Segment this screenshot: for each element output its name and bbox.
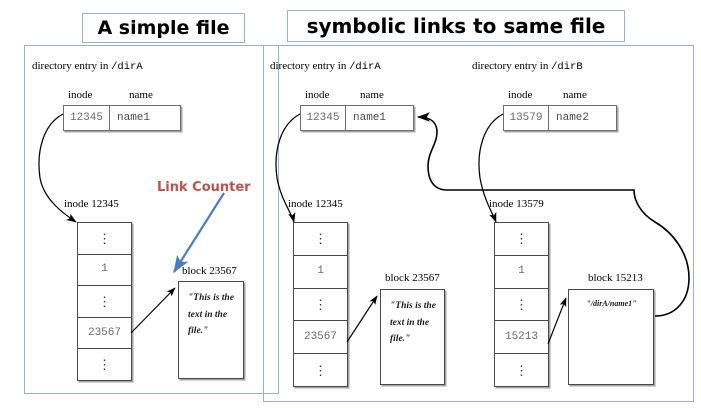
- left-col-name: name: [129, 89, 153, 101]
- right-dirA-block-text: "This is the text in the file.": [390, 301, 436, 345]
- left-block-label: block 23567: [182, 265, 237, 277]
- right-dirA-path: /dirA: [349, 61, 381, 73]
- inode-cell-ellipsis: ⋮: [294, 289, 347, 322]
- link-counter-annotation: Link Counter: [157, 180, 251, 195]
- right-dirB-data-block: "/dirA/name1": [568, 289, 654, 385]
- right-dirA-dirent-inode: 12345: [301, 106, 346, 130]
- inode-cell-linkcount: 1: [294, 256, 347, 289]
- inode-cell-ellipsis: ⋮: [495, 223, 548, 256]
- left-data-block: "This is the text in the file.": [178, 281, 244, 379]
- left-directory-entry: 12345 name1: [63, 105, 181, 131]
- inode-cell-linkcount: 1: [78, 255, 131, 287]
- right-dirA-data-block: "This is the text in the file.": [380, 289, 445, 385]
- right-dirA-directory-entry: 12345 name1: [300, 105, 414, 131]
- left-inode-table: ⋮ 1 ⋮ 23567 ⋮: [77, 222, 132, 381]
- inode-cell-linkcount: 1: [495, 256, 548, 289]
- left-block-text: "This is the text in the file.": [188, 293, 234, 337]
- right-dirB-dirent-inode: 13579: [504, 106, 549, 130]
- inode-cell-ellipsis: ⋮: [495, 289, 548, 322]
- left-dirent-inode: 12345: [64, 106, 110, 130]
- right-dirB-dirent-name: name2: [556, 112, 590, 124]
- inode-cell-ellipsis: ⋮: [78, 223, 131, 255]
- right-dirB-path: /dirB: [551, 61, 583, 73]
- left-col-inode: inode: [68, 89, 93, 101]
- right-dirB-block-text: "/dirA/name1": [586, 299, 637, 308]
- right-dirA-block-label: block 23567: [385, 272, 440, 284]
- right-dirA-label: directory entry in /dirA: [270, 60, 381, 73]
- right-dirB-inode-table: ⋮ 1 ⋮ 15213 ⋮: [494, 222, 549, 387]
- right-dirB-col-inode: inode: [508, 89, 533, 101]
- left-dirent-name: name1: [117, 112, 151, 124]
- inode-cell-ellipsis: ⋮: [78, 286, 131, 318]
- panel-right-title: symbolic links to same file: [287, 10, 625, 42]
- inode-cell-ellipsis: ⋮: [314, 362, 327, 378]
- panel-symbolic-links: [263, 45, 694, 402]
- panel-left-title: A simple file: [82, 13, 245, 43]
- right-dirA-dirent-name: name1: [353, 112, 387, 124]
- right-dirB-col-name: name: [563, 89, 587, 101]
- right-dirA-inode-table: ⋮ 1 ⋮ 23567 ⋮: [293, 222, 348, 387]
- right-dirB-inode-label: inode 13579: [489, 198, 544, 210]
- right-dirA-col-name: name: [360, 89, 384, 101]
- right-dirB-label: directory entry in /dirB: [472, 60, 583, 73]
- right-dirA-col-inode: inode: [305, 89, 330, 101]
- inode-cell-blockptr: 23567: [294, 321, 347, 355]
- inode-cell-ellipsis: ⋮: [515, 362, 528, 378]
- right-dirB-directory-entry: 13579 name2: [503, 105, 617, 131]
- left-dir-label: directory entry in /dirA: [32, 60, 143, 73]
- left-inode-label: inode 12345: [64, 198, 119, 210]
- left-dir-path: /dirA: [111, 61, 143, 73]
- inode-cell-blockptr: 23567: [78, 318, 131, 350]
- right-dirA-inode-label: inode 12345: [288, 198, 343, 210]
- right-dirB-block-label: block 15213: [588, 272, 643, 284]
- inode-cell-ellipsis: ⋮: [98, 357, 111, 373]
- inode-cell-blockptr: 15213: [495, 321, 548, 355]
- inode-cell-ellipsis: ⋮: [294, 223, 347, 256]
